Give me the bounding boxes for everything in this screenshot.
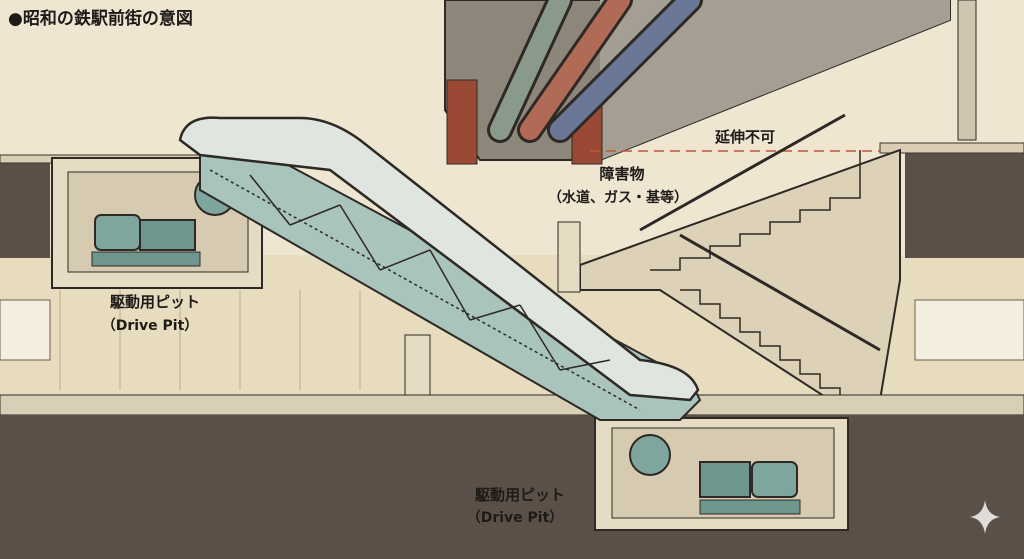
diagram-title: ●昭和の鉄駅前街の意図	[8, 8, 193, 29]
platform-floor	[0, 394, 1024, 416]
upper-gearbox	[139, 219, 196, 251]
brick-pillar-left	[446, 79, 478, 165]
lower-ground	[0, 415, 1024, 559]
pipe-blue	[550, 0, 700, 140]
wall-panels	[59, 290, 361, 390]
truss-bracing	[209, 169, 641, 411]
pipe-red	[520, 0, 630, 140]
upper-ground-right	[905, 148, 1024, 258]
lower-gearbox	[699, 461, 751, 498]
beam-face	[600, 0, 950, 160]
upper-motor-base	[91, 251, 201, 267]
upper-handrail	[639, 113, 846, 232]
lower-stair-steps	[680, 289, 841, 400]
obstacle-detail-label: （水道、ガス・基等）	[548, 189, 688, 206]
wall-window-left	[0, 299, 51, 361]
pipe-green	[490, 0, 570, 140]
lower-handrail	[679, 233, 881, 352]
lower-pit-label-en: （Drive Pit）	[467, 510, 564, 526]
sparkle-icon	[970, 500, 1000, 534]
upper-pit-label-en: （Drive Pit）	[102, 318, 199, 334]
upper-ground-left	[0, 158, 50, 258]
escalator-handrail-balustrade	[178, 116, 700, 402]
lower-drive-sprocket	[629, 434, 671, 476]
obstacle-label: 障害物	[599, 165, 644, 183]
no-extension-label: 延伸不可	[714, 128, 775, 146]
lower-motor	[751, 461, 798, 498]
lower-pit-label: 駆動用ピット	[475, 486, 565, 504]
lower-motor-base	[699, 499, 801, 515]
stair-wall	[557, 221, 581, 293]
upper-stair-steps	[650, 150, 861, 271]
wall-window-right	[914, 299, 1024, 361]
upper-pit-label: 駆動用ピット	[110, 293, 200, 311]
upper-floor-right	[879, 142, 1024, 154]
support-column	[404, 334, 431, 396]
utility-pole	[957, 0, 977, 141]
upper-motor	[94, 214, 141, 251]
